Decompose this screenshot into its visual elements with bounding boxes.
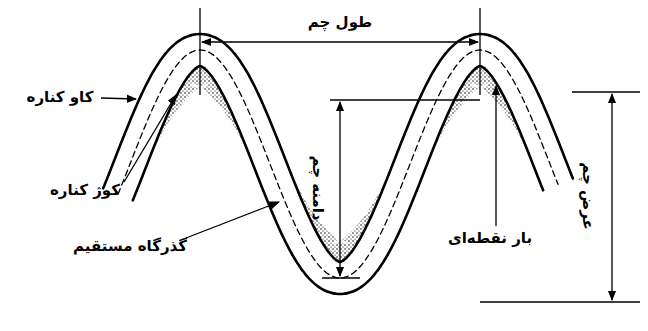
leader-line <box>124 95 176 182</box>
leader-line <box>101 98 136 99</box>
extension-line <box>199 8 200 95</box>
crossing-label: گذرگاه مستقیم <box>71 237 189 255</box>
bank-line <box>133 66 543 294</box>
length-arrow <box>202 41 478 42</box>
cut-bank-label: کاو کناره <box>25 88 96 106</box>
dimension-lines <box>101 8 640 302</box>
amplitude-arrow <box>339 102 340 276</box>
point-bar-label: بار نقطه‌ای <box>446 229 534 247</box>
extension-line <box>572 91 640 92</box>
convex-bank-label: کوژ کناره <box>48 181 122 199</box>
extension-line <box>479 8 480 95</box>
river-channel <box>102 34 573 294</box>
leader-line <box>495 86 496 226</box>
leader-line <box>186 202 279 238</box>
extension-line <box>330 99 480 100</box>
amplitude-label: دامنه چم <box>309 153 327 222</box>
extension-line <box>322 277 360 278</box>
width-arrow <box>611 94 612 300</box>
cut-bank-line <box>103 34 573 262</box>
extension-line <box>480 301 640 302</box>
belt-width-label: عرض چم <box>579 160 597 232</box>
meander-length-label: طول چم <box>306 13 374 31</box>
